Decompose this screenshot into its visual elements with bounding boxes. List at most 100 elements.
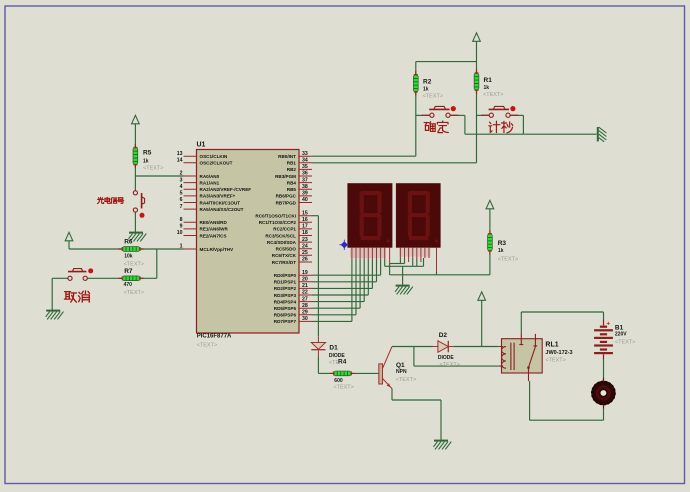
svg-text:JW0-172-3: JW0-172-3 (545, 350, 572, 356)
svg-text:RD0/PSP0: RD0/PSP0 (274, 273, 297, 278)
svg-text:RA2/AN2/VREF-/CVREF: RA2/AN2/VREF-/CVREF (200, 187, 252, 192)
svg-text:R1: R1 (484, 77, 493, 84)
svg-text:16: 16 (302, 217, 308, 223)
svg-text:30: 30 (302, 316, 308, 322)
svg-text:DIODE: DIODE (329, 353, 346, 359)
svg-text:RC3/SCK/SCL: RC3/SCK/SCL (265, 233, 296, 238)
svg-text:1: 1 (180, 244, 183, 250)
svg-text:Q1: Q1 (396, 362, 405, 369)
svg-text:28: 28 (302, 303, 308, 309)
svg-text:39: 39 (302, 191, 308, 197)
svg-text:RC2/CCP1: RC2/CCP1 (273, 227, 296, 232)
svg-text:OSC2/CLKOUT: OSC2/CLKOUT (200, 161, 233, 166)
svg-text:15: 15 (302, 210, 308, 216)
svg-text:RC1/T1OSI/CCP2: RC1/T1OSI/CCP2 (259, 220, 297, 225)
svg-text:RC5/SDO: RC5/SDO (276, 247, 297, 252)
svg-text:<TEXT>: <TEXT> (124, 290, 144, 296)
svg-text:40: 40 (302, 197, 308, 203)
svg-text:B1: B1 (615, 325, 624, 332)
svg-text:<TEXT>: <TEXT> (197, 343, 217, 349)
svg-text:<TEXT>: <TEXT> (423, 94, 443, 100)
svg-text:1k: 1k (498, 248, 504, 254)
svg-text:R2: R2 (423, 79, 432, 86)
svg-text:27: 27 (302, 296, 308, 302)
svg-text:<TEXT>: <TEXT> (440, 362, 460, 368)
svg-text:RB5: RB5 (287, 187, 297, 192)
svg-text:<TEXT>: <TEXT> (396, 377, 416, 383)
svg-text:470: 470 (124, 282, 133, 288)
svg-text:23: 23 (302, 237, 308, 243)
svg-text:D1: D1 (329, 344, 338, 351)
svg-text:MCLR/Vpp/THV: MCLR/Vpp/THV (200, 247, 235, 252)
svg-text:RE0/AN5/RD: RE0/AN5/RD (200, 220, 228, 225)
svg-text:RB1: RB1 (287, 161, 297, 166)
svg-text:RA3/AN3/VREF+: RA3/AN3/VREF+ (200, 194, 236, 199)
svg-text:29: 29 (302, 310, 308, 316)
svg-text:RC4/SDI/SDA: RC4/SDI/SDA (267, 240, 297, 245)
svg-text:RD4/PSP4: RD4/PSP4 (274, 299, 297, 304)
svg-text:<TEXT>: <TEXT> (615, 340, 635, 346)
svg-text:PIC16F877A: PIC16F877A (197, 334, 232, 340)
svg-text:RB6/PGC: RB6/PGC (276, 194, 297, 199)
svg-text:RD1/PSP1: RD1/PSP1 (274, 280, 297, 285)
svg-text:36: 36 (302, 171, 308, 177)
svg-text:RE2/AN7/CS: RE2/AN7/CS (200, 233, 227, 238)
svg-text:3: 3 (180, 177, 183, 183)
svg-text:5: 5 (180, 191, 183, 197)
svg-text:220V: 220V (615, 331, 627, 337)
svg-text:600: 600 (334, 378, 343, 384)
svg-text:13: 13 (177, 151, 183, 157)
svg-text:<TEXT>: <TEXT> (124, 262, 144, 268)
svg-text:RD3/PSP3: RD3/PSP3 (274, 293, 297, 298)
svg-text:RA5/AN4/SS/C2OUT: RA5/AN4/SS/C2OUT (200, 207, 244, 212)
svg-text:18: 18 (302, 230, 308, 236)
svg-text:20: 20 (302, 277, 308, 283)
svg-text:19: 19 (302, 270, 308, 276)
svg-text:R6: R6 (124, 239, 133, 246)
svg-text:14: 14 (177, 158, 183, 164)
svg-text:RA4/T0CKI/C1OUT: RA4/T0CKI/C1OUT (200, 200, 241, 205)
svg-text:8: 8 (180, 217, 183, 223)
svg-text:DIODE: DIODE (438, 355, 455, 361)
svg-text:17: 17 (302, 224, 308, 230)
svg-text:R5: R5 (143, 150, 152, 157)
svg-text:RD5/PSP5: RD5/PSP5 (274, 306, 297, 311)
svg-text:1k: 1k (484, 85, 490, 91)
svg-text:2: 2 (180, 171, 183, 177)
svg-text:<TEXT>: <TEXT> (143, 166, 163, 172)
svg-text:22: 22 (302, 290, 308, 296)
svg-text:RD6/PSP6: RD6/PSP6 (274, 313, 297, 318)
svg-text:NPN: NPN (396, 369, 407, 375)
svg-text:RL1: RL1 (545, 341, 558, 348)
svg-text:35: 35 (302, 164, 308, 170)
svg-text:26: 26 (302, 257, 308, 263)
svg-text:1k: 1k (423, 87, 429, 93)
svg-text:25: 25 (302, 250, 308, 256)
svg-text:RB0/INT: RB0/INT (278, 154, 296, 159)
svg-text:RB4: RB4 (287, 180, 297, 185)
svg-text:4: 4 (180, 184, 183, 190)
svg-text:RD7/PSP7: RD7/PSP7 (274, 319, 297, 324)
svg-text:OSC1/CLKIN: OSC1/CLKIN (200, 154, 229, 159)
svg-text:RC0/T1OSO/T1CKI: RC0/T1OSO/T1CKI (255, 214, 296, 219)
svg-text:34: 34 (302, 158, 308, 164)
svg-text:RD2/PSP2: RD2/PSP2 (274, 286, 297, 291)
svg-text:24: 24 (302, 243, 308, 249)
svg-text:10: 10 (177, 230, 183, 236)
svg-text:RA1/AN1: RA1/AN1 (200, 180, 220, 185)
svg-text:RB3/PGM: RB3/PGM (275, 174, 296, 179)
svg-text:10k: 10k (124, 254, 133, 260)
svg-text:R3: R3 (498, 240, 507, 247)
svg-text:7: 7 (180, 204, 183, 210)
svg-text:37: 37 (302, 177, 308, 183)
svg-text:9: 9 (180, 224, 183, 230)
svg-text:RC6/TX/CK: RC6/TX/CK (272, 253, 297, 258)
svg-text:R7: R7 (124, 268, 133, 275)
svg-text:RB2: RB2 (287, 167, 297, 172)
svg-text:<TEXT>: <TEXT> (333, 385, 353, 391)
svg-text:<TEXT>: <TEXT> (483, 92, 503, 98)
svg-text:21: 21 (302, 283, 308, 289)
svg-text:D2: D2 (439, 332, 448, 339)
svg-text:<TE: <TE (329, 360, 340, 366)
svg-text:RB7/PGD: RB7/PGD (276, 200, 297, 205)
